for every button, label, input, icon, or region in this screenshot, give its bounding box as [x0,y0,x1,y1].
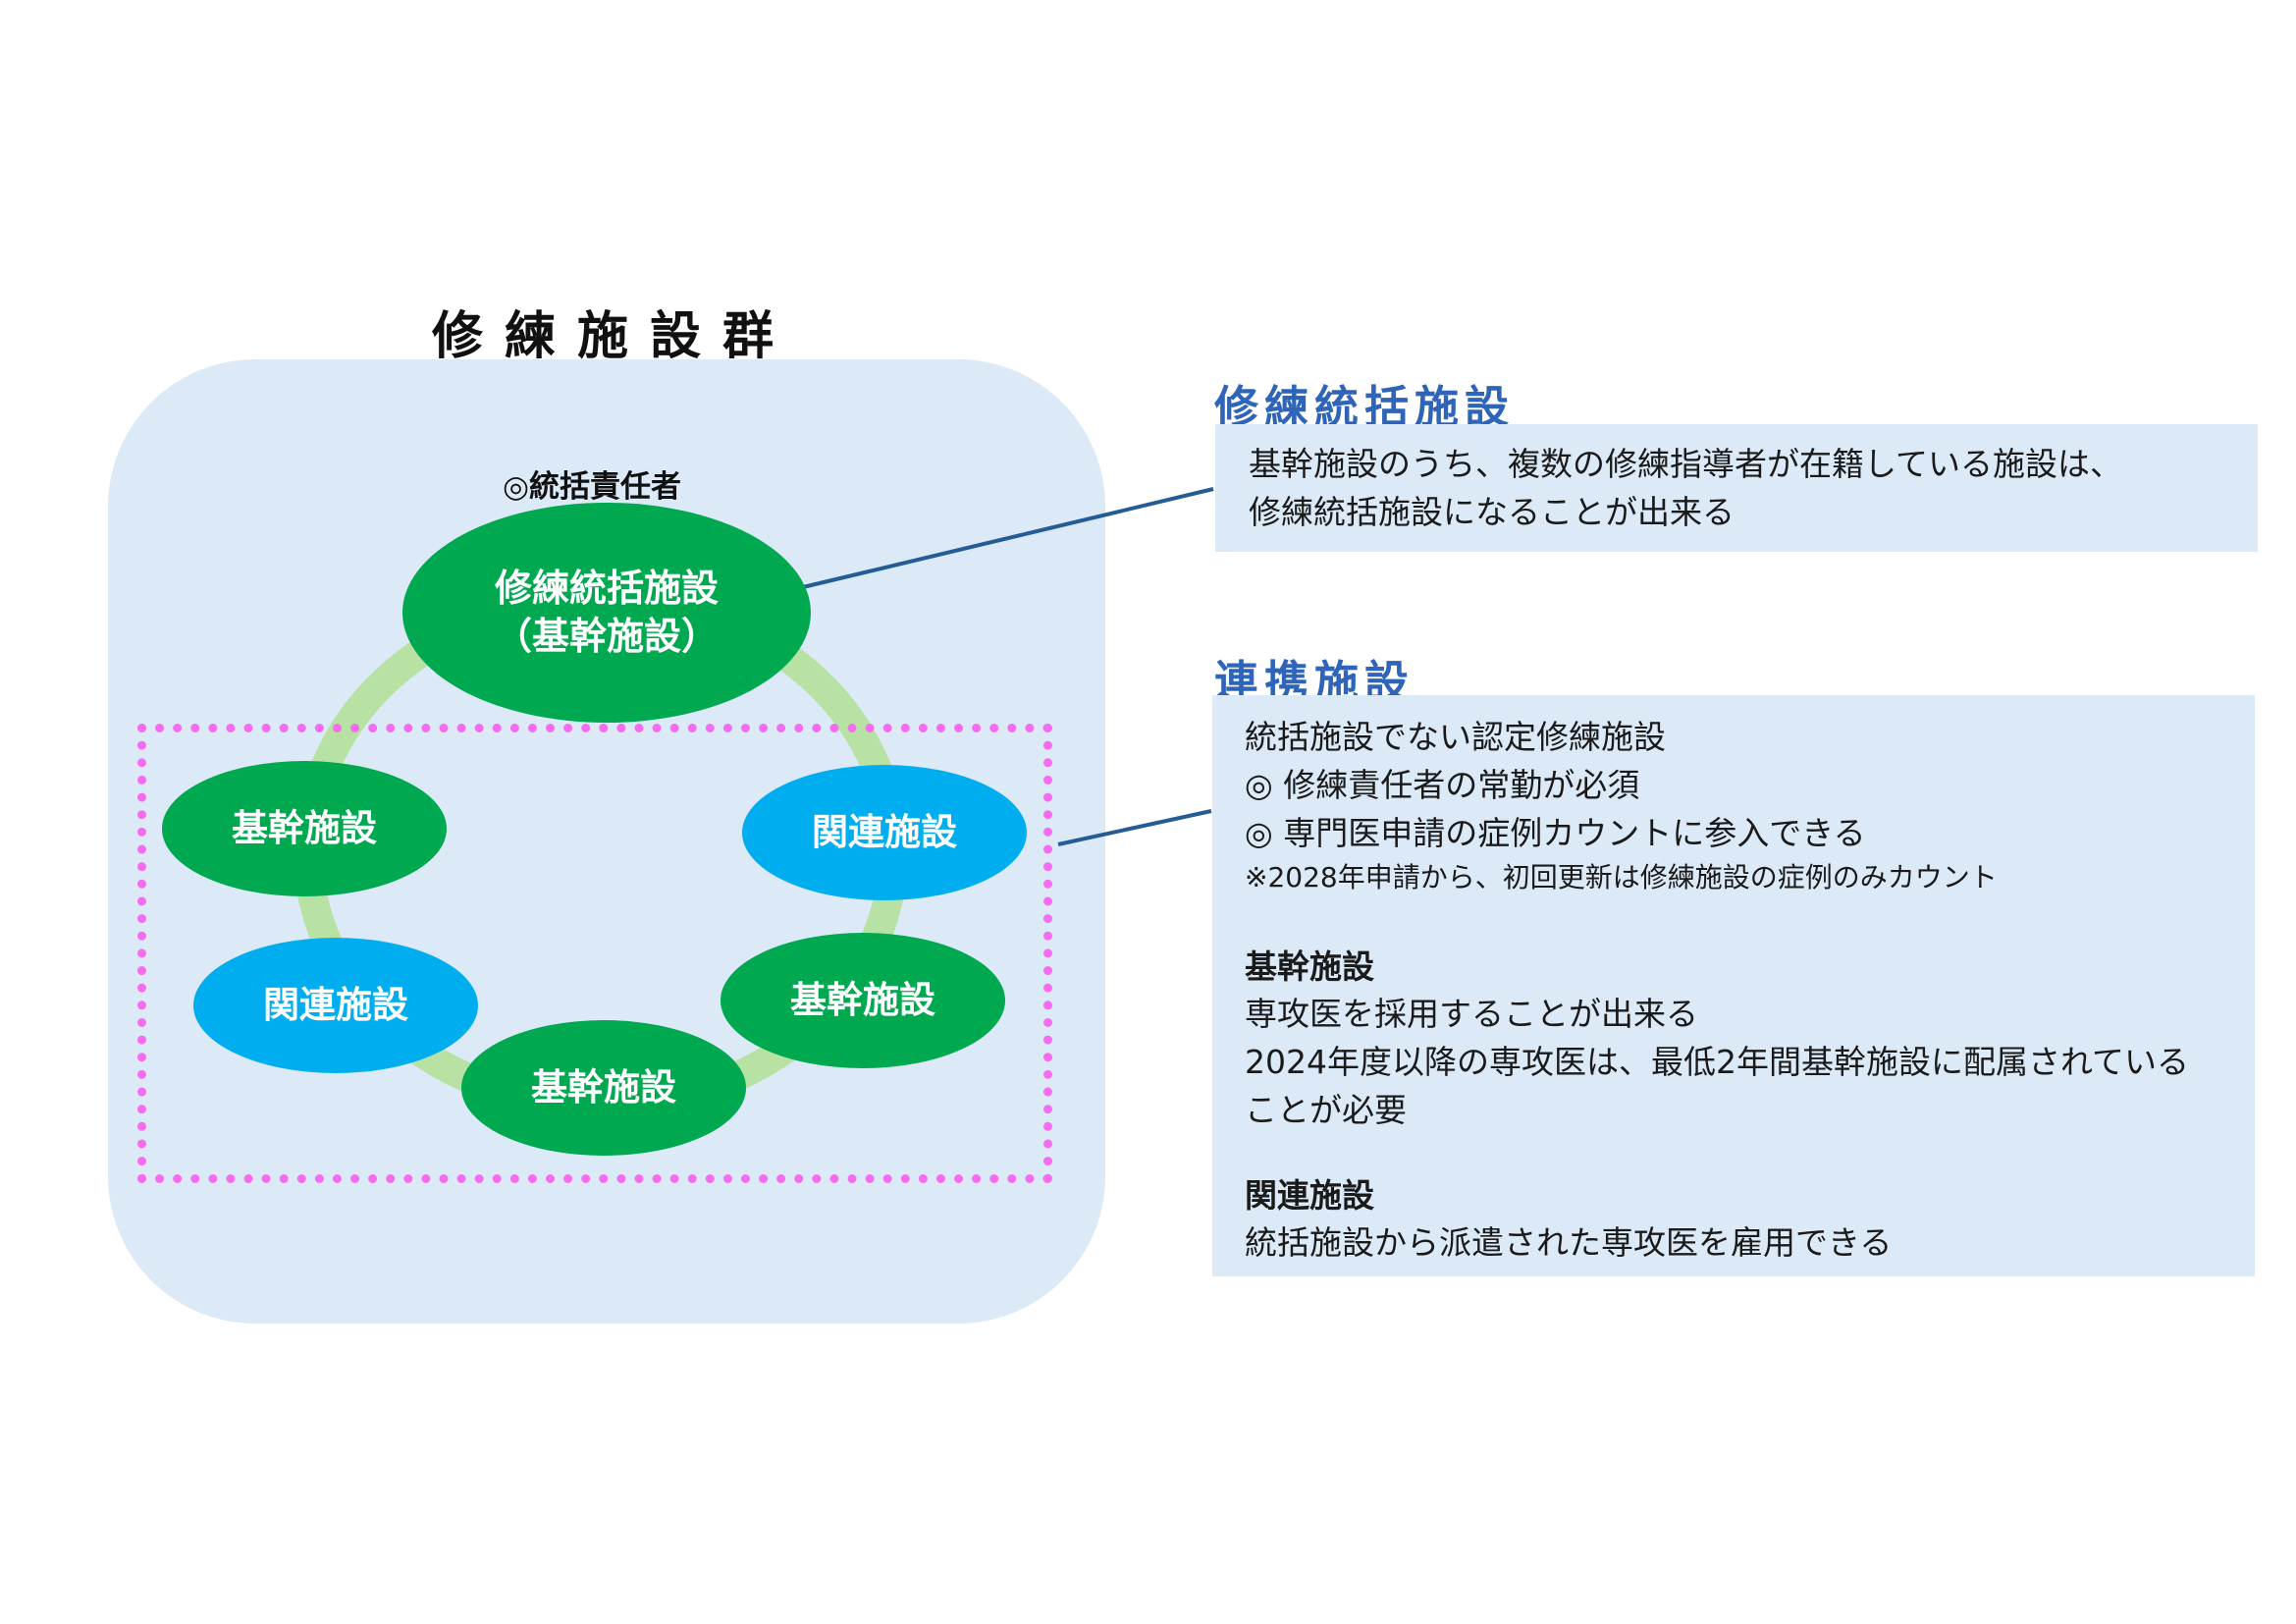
group-title: 修練施設群 [432,307,796,366]
hub-line1: 修練統括施設 [494,567,719,611]
section2-box: 統括施設でない認定修練施設 ◎ 修練責任者の常勤が必須 ◎ 専門医申請の症例カウ… [1212,695,2255,1276]
related-heading: 関連施設 [1245,1176,1374,1215]
section2-line3: ◎ 専門医申請の症例カウントに参入できる [1245,814,1866,852]
node-core-left: 基幹施設 [162,761,447,896]
connector-hub-to-section1 [802,487,1214,589]
linked-facilities-boundary [137,724,1052,1183]
hub-line2: （基幹施設） [494,615,719,658]
node-related-right: 関連施設 [742,765,1027,900]
node-hub-facility: 修練統括施設 （基幹施設） [402,503,811,723]
core-line2: 2024年度以降の専攻医は、最低2年間基幹施設に配属されている [1245,1043,2189,1081]
related-line1: 統括施設から派遣された専攻医を雇用できる [1245,1223,1893,1262]
section2-line2: ◎ 修練責任者の常勤が必須 [1245,766,1640,804]
section1-box: 基幹施設のうち、複数の修練指導者が在籍している施設は、 修練統括施設になることが… [1215,424,2258,552]
core-line1: 専攻医を採用することが出来る [1245,995,1698,1033]
manager-label: ◎統括責任者 [503,469,682,505]
core-heading: 基幹施設 [1245,947,1374,986]
section1-line1: 基幹施設のうち、複数の修練指導者が在籍している施設は、 [1249,445,2123,483]
node-related-left: 関連施設 [193,938,478,1073]
node-core-bottom: 基幹施設 [461,1020,746,1156]
node-core-right: 基幹施設 [721,933,1005,1068]
section2-line1: 統括施設でない認定修練施設 [1245,718,1666,756]
core-line3: ことが必要 [1245,1091,1407,1129]
section2-note: ※2028年申請から、初回更新は修練施設の症例のみカウント [1245,861,1998,893]
connector-group-to-section2 [1057,809,1212,846]
section1-line2: 修練統括施設になることが出来る [1249,493,1735,531]
